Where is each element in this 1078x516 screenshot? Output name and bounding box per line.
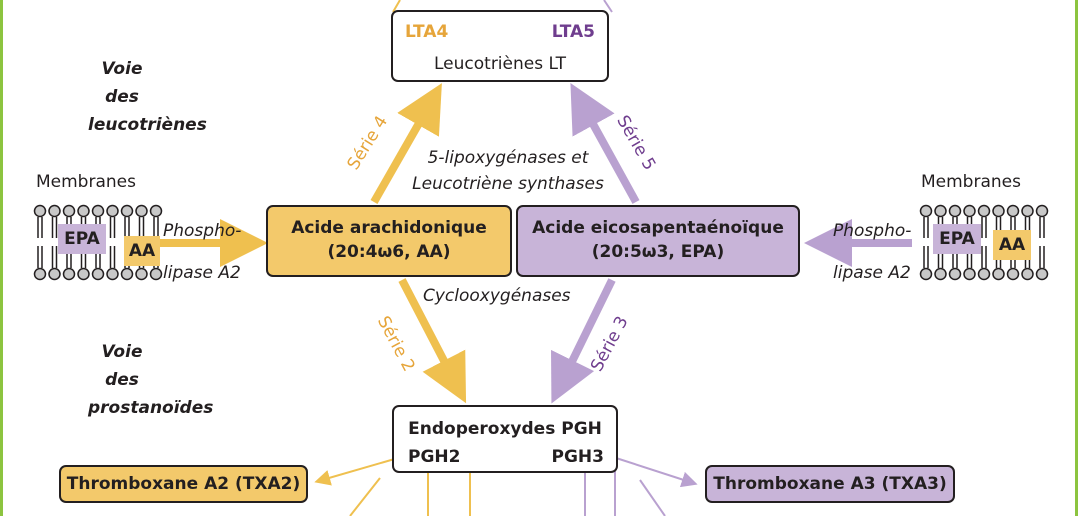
leukotrienes-box: LTA4 LTA5 Leucotriènes LT (391, 10, 609, 82)
phospholipid-head-top (1021, 204, 1034, 218)
phospholipid-head-top (977, 204, 991, 218)
lipoxygenase-line2: Leucotriène synthases (412, 174, 604, 194)
voie-prostanoides-label: Voie des prostanoïdes (88, 338, 214, 422)
aa-box-line1: Acide arachidonique (291, 218, 487, 238)
endoperoxydes-box: Endoperoxydes PGH PGH2 PGH3 (392, 405, 618, 473)
phospholipid-head-bottom (1021, 267, 1034, 281)
epa-tag-right: EPA (933, 224, 981, 254)
lipoxygenase-line1: 5-lipoxygénases et (427, 148, 589, 168)
membrane-bilayer-right (919, 204, 1049, 281)
purple-down-line-3 (639, 479, 666, 516)
phospholipid-head-top (1006, 204, 1020, 218)
thromboxane-a2-box: Thromboxane A2 (TXA2) (59, 465, 308, 503)
orange-down-line-1 (349, 477, 381, 516)
cyclooxygenase-label: Cyclooxygénases (423, 286, 571, 306)
phospholipid-head-bottom (62, 267, 76, 281)
phospholipid-head-bottom (91, 267, 105, 281)
lta4-label: LTA4 (405, 22, 449, 42)
leucotrienes-label: leucotriènes (88, 115, 207, 135)
pgh2-label: PGH2 (408, 447, 461, 467)
des-label-2: des (105, 370, 139, 390)
leukotrienes-title: Leucotriènes LT (434, 54, 566, 74)
phospholipid-head-top (948, 204, 962, 218)
phospholipid-head-top (77, 204, 90, 218)
phospholipase-label-left: Phospho- lipase A2 (163, 210, 241, 294)
phospholipase-left-line2: lipase A2 (163, 263, 241, 283)
phospholipid-head-top (106, 204, 119, 218)
arrow-to-txa3 (615, 457, 698, 488)
prostanoides-label: prostanoïdes (88, 398, 214, 418)
frame-right-border (1075, 0, 1078, 516)
purple-top-stub (603, 0, 613, 13)
aa-tag-right: AA (993, 230, 1031, 260)
phospholipid-head-top (33, 204, 47, 218)
phospholipid-head-bottom (135, 267, 148, 281)
phospholipid-head-top (91, 204, 105, 218)
thromboxane-a3-box: Thromboxane A3 (TXA3) (705, 465, 955, 503)
phospholipid-head-bottom (77, 267, 90, 281)
arrow-serie4 (370, 83, 442, 204)
phospholipid-head-bottom (992, 267, 1005, 281)
phospholipase-left-line1: Phospho- (163, 221, 242, 241)
phospholipid-head-bottom (948, 267, 962, 281)
phospholipase-right-line1: Phospho- (833, 221, 912, 241)
phospholipid-head-top (934, 204, 947, 218)
pgh-title: Endoperoxydes PGH (408, 419, 602, 439)
aa-tag-left: AA (124, 236, 160, 266)
voie-leucotrienes-label: Voie des leucotriènes (88, 55, 207, 139)
voie-label-2: Voie (101, 342, 143, 362)
txa3-label: Thromboxane A3 (TXA3) (713, 474, 947, 494)
phospholipase-right-line2: lipase A2 (833, 263, 911, 283)
phospholipid-head-top (135, 204, 148, 218)
txa2-label: Thromboxane A2 (TXA2) (66, 474, 301, 494)
epa-tag-left: EPA (58, 224, 106, 254)
phospholipase-label-right: Phospho- lipase A2 (833, 210, 911, 294)
phospholipid-head-bottom (48, 267, 61, 281)
phospholipid-head-bottom (106, 267, 119, 281)
arrow-serie2 (398, 278, 467, 404)
phospholipid-head-top (992, 204, 1005, 218)
phospholipid-head-top (919, 204, 933, 218)
eicosapentaenoic-acid-box: Acide eicosapentaénoïque (20:5ω3, EPA) (516, 205, 800, 277)
phospholipid-head-bottom (1035, 267, 1049, 281)
phospholipid-head-bottom (1006, 267, 1020, 281)
frame-left-border (0, 0, 3, 516)
phospholipid-head-bottom (919, 267, 933, 281)
epa-box-line2: (20:5ω3, EPA) (591, 242, 725, 262)
membranes-label-right: Membranes (921, 172, 1021, 192)
phospholipid-head-bottom (120, 267, 134, 281)
voie-label-1: Voie (101, 59, 143, 79)
phospholipid-head-bottom (963, 267, 976, 281)
pgh3-label: PGH3 (551, 447, 604, 467)
phospholipid-head-bottom (977, 267, 991, 281)
des-label-1: des (105, 87, 139, 107)
arrow-serie5 (570, 82, 640, 204)
phospholipid-head-bottom (934, 267, 947, 281)
phospholipid-head-bottom (33, 267, 47, 281)
phospholipid-head-top (62, 204, 76, 218)
arachidonic-acid-box: Acide arachidonique (20:4ω6, AA) (266, 205, 512, 277)
arrow-serie3 (551, 278, 616, 404)
aa-box-line2: (20:4ω6, AA) (327, 242, 451, 262)
arrow-to-txa2 (314, 457, 399, 486)
phospholipid-head-top (1035, 204, 1049, 218)
lipoxygenase-label: 5-lipoxygénases et Leucotriène synthases (398, 145, 618, 197)
phospholipid-head-top (48, 204, 61, 218)
phospholipid-head-top (120, 204, 134, 218)
phospholipid-head-bottom (149, 267, 163, 281)
membranes-label-left: Membranes (36, 172, 136, 192)
epa-box-line1: Acide eicosapentaénoïque (532, 218, 784, 238)
phospholipid-head-top (963, 204, 976, 218)
lta5-label: LTA5 (551, 22, 595, 42)
phospholipid-head-top (149, 204, 163, 218)
